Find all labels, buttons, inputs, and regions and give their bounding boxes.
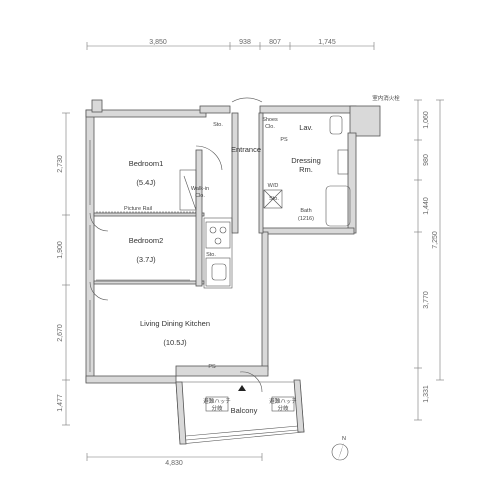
bedroom1-name: Bedroom1 (129, 159, 164, 168)
dressing-label-1: Dressing (291, 156, 321, 165)
door-swings (89, 97, 263, 393)
dressing-label-2: Rm. (299, 165, 313, 174)
fixtures (96, 115, 351, 412)
north-label: N (342, 436, 346, 442)
right-dim-3: 1,440 (423, 197, 430, 215)
right-dim-1: 1,060 (423, 111, 430, 129)
ac-left-label-2: 分岐 (211, 404, 223, 412)
walkin-label-2: Clo. (195, 193, 205, 199)
outdoor-unit-label: 室内消火栓 (372, 94, 400, 102)
top-dim-2: 938 (239, 39, 251, 46)
bedroom1-size: (5.4J) (136, 178, 156, 187)
walkin-label-1: Walk-in (191, 186, 209, 192)
bath-label-1: Bath (300, 208, 311, 214)
top-dim-3: 807 (269, 39, 281, 46)
bottom-dimension-line: 4,830 (86, 453, 263, 467)
ac-right-label-1: 避難ハッチ (269, 397, 297, 405)
top-dim-1: 3,850 (149, 39, 167, 46)
ldk-size: (10.5J) (163, 338, 187, 347)
room-labels: Bedroom1 (5.4J) Bedroom2 (3.7J) Living D… (129, 123, 321, 415)
north-arrow: N (331, 436, 349, 461)
right-dim-5: 1,331 (423, 385, 430, 403)
left-dim-4: 1,477 (57, 394, 64, 412)
shoes-label-1: Shoes (262, 117, 278, 123)
ps-bottom-label: PS (208, 364, 216, 370)
ps-top-label: PS (280, 137, 288, 143)
lav-label: Lav. (299, 123, 313, 132)
picture-rail-label: Picture Rail (124, 206, 152, 212)
top-dim-4: 1,745 (318, 39, 336, 46)
bottom-dim: 4,830 (165, 460, 183, 467)
top-dimension-line: 3,850 938 807 1,745 (86, 39, 375, 50)
entrance-label: Entrance (231, 145, 261, 154)
left-dim-1: 2,730 (57, 155, 64, 173)
left-dim-2: 1,900 (57, 241, 64, 259)
wd-label: W/D (268, 183, 279, 189)
bath-label-2: (1216) (298, 216, 314, 222)
entry-arrow (238, 385, 246, 391)
shoes-label-2: Clo. (265, 124, 275, 130)
balcony-area (175, 379, 305, 445)
right-dim-total: 7,250 (432, 231, 439, 249)
ac-left-label-1: 避難ハッチ (203, 397, 231, 405)
small-labels: Sto. Shoes Clo. PS Walk-in Clo. Picture … (124, 94, 400, 412)
sto-kitchen-label: Sto. (206, 252, 216, 258)
ldk-name: Living Dining Kitchen (140, 319, 210, 328)
balcony-label: Balcony (231, 406, 258, 415)
right-dim-2: 980 (423, 154, 430, 166)
sto-top-label: Sto. (213, 122, 223, 128)
right-dim-4: 3,770 (423, 291, 430, 309)
right-dimension-lines: 1,060 980 1,440 3,770 1,331 7,250 (414, 99, 444, 421)
bedroom2-name: Bedroom2 (129, 236, 164, 245)
left-dimension-line: 2,730 1,900 2,670 1,477 (57, 112, 70, 426)
north-arrow-icon (338, 442, 344, 460)
sto-side-label: Sto. (269, 196, 279, 202)
ac-right-label-2: 分岐 (277, 404, 289, 412)
bedroom2-size: (3.7J) (136, 255, 156, 264)
left-dim-3: 2,670 (57, 324, 64, 342)
